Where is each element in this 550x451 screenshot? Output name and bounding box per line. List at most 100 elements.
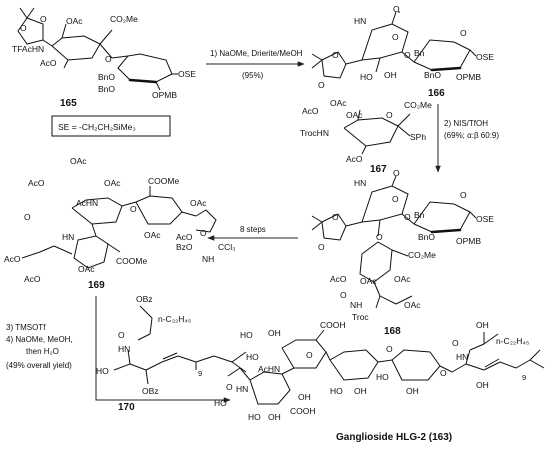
- obz-label-170b: OBz: [142, 386, 159, 396]
- oac-label-169a: OAc: [70, 156, 87, 166]
- obz-label-170a: OBz: [136, 294, 153, 304]
- step1-reagents: 1) NaOMe, Drierite/MeOH: [210, 49, 303, 58]
- ganglioside-structure: [227, 329, 545, 405]
- hn-label-169: HN: [62, 232, 74, 242]
- oh-label-g1: OH: [268, 328, 281, 338]
- oac-label-167a: OAc: [330, 98, 347, 108]
- ho-label-g6: HO: [376, 372, 389, 382]
- step2-reagents: 2) NIS/TfOH: [444, 119, 488, 128]
- o-ring-166: O: [392, 32, 399, 42]
- bn-label-168: Bn: [414, 210, 425, 220]
- compound-165-label: 165: [60, 98, 77, 109]
- bno-label-165b: BnO: [98, 84, 115, 94]
- coome-label-169b: COOMe: [116, 256, 147, 266]
- achn-label-g: AcHN: [258, 364, 280, 374]
- o-label-166a: O: [332, 50, 339, 60]
- o-label-g1: O: [306, 350, 313, 360]
- compound-169-label: 169: [88, 280, 105, 291]
- o-label-169a: O: [130, 204, 137, 214]
- o-pyran-166: O: [460, 28, 467, 38]
- ho-label-170: HO: [96, 366, 109, 376]
- product-label: Ganglioside HLG-2 (163): [336, 432, 452, 443]
- oac-label-169b: OAc: [104, 178, 121, 188]
- oac-label-169d: OAc: [78, 264, 95, 274]
- compound-166-label: 166: [428, 88, 445, 99]
- se-definition-text: SE = -CH₂CH₂SiMe₃: [58, 122, 136, 132]
- bn-label-166: Bn: [414, 48, 425, 58]
- hn-label-170: HN: [118, 344, 130, 354]
- step2-yield: (69%; α:β 60:9): [444, 131, 499, 140]
- o-label-168c: O: [340, 290, 347, 300]
- ho-label-166: HO: [360, 72, 373, 82]
- tfachn-label-165: TFAcHN: [12, 44, 44, 54]
- o-ring-167: O: [386, 110, 393, 120]
- troc-label-168: Troc: [352, 312, 369, 322]
- ose-label-168: OSE: [476, 214, 494, 224]
- nine-label-g: 9: [522, 373, 526, 382]
- bzo-label-169: BzO: [176, 242, 193, 252]
- ho-label-g1: HO: [240, 330, 253, 340]
- oac-label-165a: OAc: [66, 16, 83, 26]
- nc22-label-g: n-C₂₂H₄₅: [496, 336, 529, 346]
- ose-label-166: OSE: [476, 52, 494, 62]
- coome-label-169a: COOMe: [148, 176, 179, 186]
- o-label-165b: O: [40, 14, 47, 24]
- cooh-label-g2: COOH: [290, 406, 316, 416]
- trochn-label-167: TrocHN: [300, 128, 329, 138]
- nc22-label-170: n-C₂₂H₄₅: [158, 314, 191, 324]
- step3-label: 8 steps: [240, 225, 266, 234]
- aco-label-169b: AcO: [176, 232, 193, 242]
- o-ring-168: O: [392, 194, 399, 204]
- step4-d: (49% overall yield): [6, 361, 72, 370]
- o-label-168a: O: [332, 212, 339, 222]
- o-carbonyl-166: O: [393, 4, 400, 14]
- o-label-165c: O: [105, 54, 112, 64]
- aco-label-165: AcO: [40, 58, 57, 68]
- o-link-166: O: [404, 50, 411, 60]
- oh-label-g5: OH: [406, 386, 419, 396]
- ho-label-g4: HO: [248, 412, 261, 422]
- bno-label-165a: BnO: [98, 72, 115, 82]
- opmb-label-165: OPMB: [152, 90, 177, 100]
- co2me-label-168: CO₂Me: [408, 250, 436, 260]
- step4-a: 3) TMSOTf: [6, 323, 46, 332]
- opmb-label-166: OPMB: [456, 72, 481, 82]
- achn-label-169: AcHN: [76, 198, 98, 208]
- oac-label-168c: OAc: [404, 300, 421, 310]
- o-label-165a: O: [20, 23, 27, 33]
- o-label-166b: O: [318, 80, 325, 90]
- hn-label-g: HN: [236, 384, 248, 394]
- aco-label-167a: AcO: [302, 106, 319, 116]
- aco-label-169c: AcO: [4, 254, 21, 264]
- ome-label-169: OAc: [144, 230, 161, 240]
- oh-label-g7: OH: [476, 380, 489, 390]
- aco-label-169d: AcO: [24, 274, 41, 284]
- o-carbonyl-g: O: [226, 382, 233, 392]
- bno-label-166: BnO: [424, 70, 441, 80]
- co2me-label-167: CO₂Me: [404, 100, 432, 110]
- compound-168-label: 168: [384, 326, 401, 337]
- ose-label-165: OSE: [178, 69, 196, 79]
- oh-label-g6: OH: [476, 320, 489, 330]
- oh-label-166: OH: [384, 70, 397, 80]
- nh-label-g: HN: [456, 352, 468, 362]
- compound-165-structure: [17, 7, 178, 91]
- o-label-g2: O: [386, 344, 393, 354]
- ho-label-g2: HO: [246, 352, 259, 362]
- ho-label-g5: HO: [330, 386, 343, 396]
- o-label-169b: O: [200, 228, 207, 238]
- aco-label-169a: AcO: [28, 178, 45, 188]
- oac-label-168a: OAc: [360, 276, 377, 286]
- co2me-label-165: CO₂Me: [110, 14, 138, 24]
- nine-label-170: 9: [198, 369, 202, 378]
- nh-imine-label-169: NH: [202, 254, 214, 264]
- oh-label-g2: OH: [268, 412, 281, 422]
- arrow-step-4: [95, 296, 231, 403]
- nh-label-168: NH: [350, 300, 362, 310]
- o-carbonyl-g2: O: [452, 338, 459, 348]
- step4-b: 4) NaOMe, MeOH,: [6, 335, 73, 344]
- compound-168-structure: [311, 175, 477, 309]
- oh-label-g3: OH: [298, 392, 311, 402]
